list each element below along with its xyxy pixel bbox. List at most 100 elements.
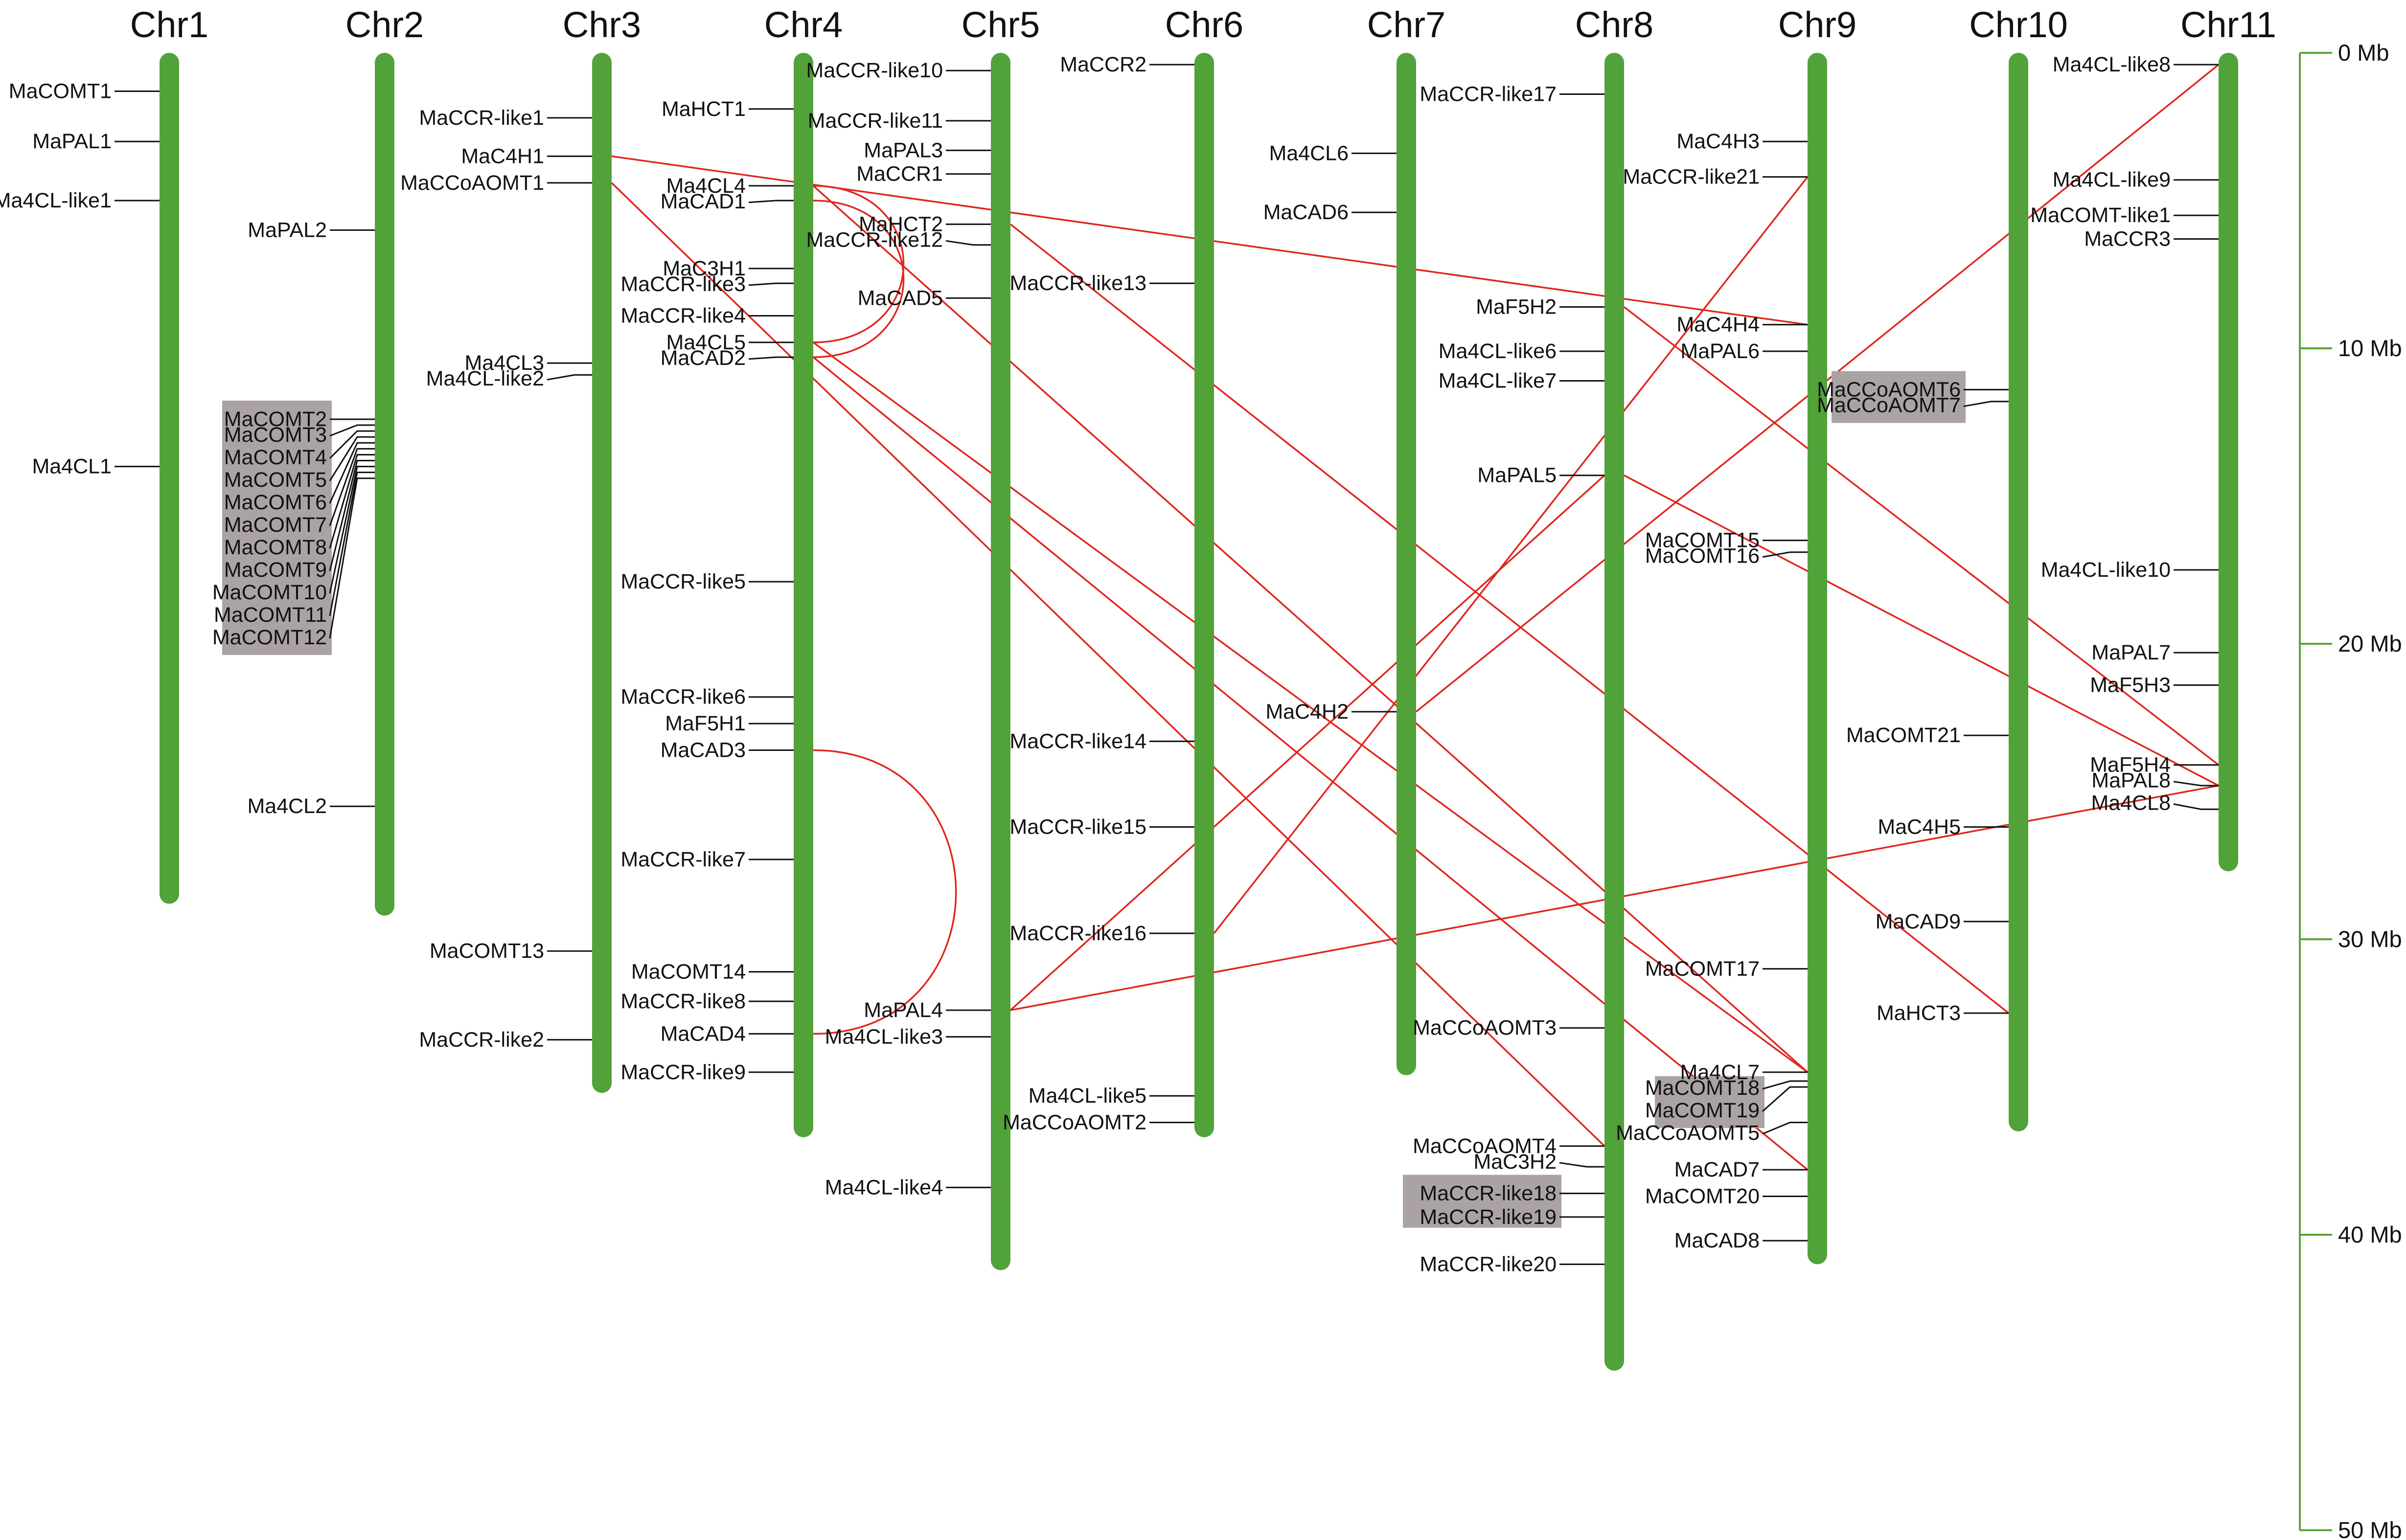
gene-label[interactable]: MaCOMT21 [1846,724,1961,747]
gene-label[interactable]: MaC3H2 [1473,1150,1557,1174]
gene-label[interactable]: MaCCR-like9 [620,1061,746,1084]
gene-label[interactable]: MaC4H3 [1676,130,1760,153]
gene-label[interactable]: MaCAD9 [1876,910,1961,933]
chromosome-bar[interactable] [794,53,813,1137]
gene-label[interactable]: MaCCoAOMT5 [1616,1121,1760,1145]
chromosome-bar[interactable] [1604,53,1624,1371]
gene-label[interactable]: MaCCR-like8 [620,990,746,1013]
gene-label[interactable]: MaCCR-like11 [808,109,943,133]
gene-label[interactable]: MaCOMT7 [224,513,327,537]
gene-label[interactable]: MaCCR-like4 [620,304,746,328]
gene-label[interactable]: MaCCR-like17 [1420,83,1557,106]
gene-label[interactable]: MaPAL4 [864,998,943,1022]
gene-label[interactable]: MaCCR-like13 [1009,272,1146,295]
gene-label[interactable]: MaCCR-like10 [806,59,943,82]
gene-label[interactable]: MaCCR2 [1060,53,1146,76]
gene-label[interactable]: MaC4H4 [1676,313,1760,337]
gene-label[interactable]: MaPAL3 [864,138,943,162]
gene-label[interactable]: Ma4CL3 [464,351,544,375]
gene-label[interactable]: Ma4CL-like2 [426,367,544,390]
gene-label[interactable]: MaCAD7 [1674,1158,1760,1181]
gene-label[interactable]: Ma4CL-like9 [2053,168,2171,192]
gene-label[interactable]: MaCOMT12 [212,626,327,649]
gene-label[interactable]: MaCCR-like14 [1009,729,1146,753]
gene-label[interactable]: Ma4CL-like1 [0,189,112,212]
gene-label[interactable]: Ma4CL2 [247,794,327,818]
gene-label[interactable]: MaC3H1 [663,257,746,280]
gene-label[interactable]: MaF5H4 [2090,753,2171,777]
gene-label[interactable]: MaCCR-like2 [419,1028,544,1051]
gene-label[interactable]: MaCOMT6 [224,491,327,514]
gene-label[interactable]: MaCCoAOMT4 [1413,1134,1557,1158]
gene-label[interactable]: MaCOMT1 [9,80,112,103]
gene-label[interactable]: Ma4CL-like4 [825,1176,943,1199]
gene-label[interactable]: MaCCoAOMT6 [1817,378,1961,402]
chromosome-bar[interactable] [1808,53,1827,1265]
gene-label[interactable]: MaF5H3 [2090,674,2171,697]
gene-label[interactable]: Ma4CL1 [32,455,112,478]
gene-label[interactable]: MaCCR-like3 [620,272,746,296]
gene-label[interactable]: MaPAL6 [1680,340,1760,363]
gene-label[interactable]: MaHCT2 [859,212,943,236]
gene-label[interactable]: MaCCR-like21 [1623,165,1760,189]
gene-label[interactable]: MaCCoAOMT7 [1817,394,1961,417]
gene-label[interactable]: MaCCR-like16 [1009,922,1146,945]
gene-label[interactable]: MaCAD2 [661,346,746,370]
chromosome-bar[interactable] [375,53,394,916]
gene-label[interactable]: MaCCR3 [2084,227,2171,251]
chromosome-bar[interactable] [592,53,612,1093]
gene-label[interactable]: MaCOMT16 [1645,544,1760,568]
gene-label[interactable]: MaCAD8 [1674,1229,1760,1252]
chromosome-bar[interactable] [2009,53,2028,1132]
gene-label[interactable]: MaCAD6 [1263,201,1349,224]
gene-label[interactable]: Ma4CL-like10 [2041,558,2171,582]
gene-label[interactable]: MaCCR-like15 [1009,815,1146,838]
gene-label[interactable]: MaCCR-like1 [419,106,544,130]
chromosome-bar[interactable] [2219,53,2238,872]
gene-label[interactable]: MaCOMT20 [1645,1184,1760,1208]
gene-label[interactable]: MaCAD3 [661,738,746,762]
gene-label[interactable]: Ma4CL-like3 [825,1025,943,1048]
gene-label[interactable]: MaCOMT5 [224,468,327,492]
gene-label[interactable]: Ma4CL-like5 [1029,1084,1146,1108]
gene-label[interactable]: MaF5H1 [665,712,746,735]
gene-label[interactable]: MaC4H5 [1878,815,1961,838]
gene-label[interactable]: MaCCR-like6 [620,685,746,709]
gene-label[interactable]: MaCOMT19 [1645,1099,1760,1122]
gene-label[interactable]: Ma4CL5 [666,331,746,354]
gene-label[interactable]: MaCOMT10 [212,581,327,604]
gene-label[interactable]: MaCAD1 [661,190,746,213]
chromosome-bar[interactable] [160,53,179,904]
gene-label[interactable]: MaCOMT8 [224,536,327,559]
chromosome-bar[interactable] [1194,53,1214,1137]
gene-label[interactable]: Ma4CL4 [666,174,746,198]
gene-label[interactable]: MaCOMT-like1 [2030,204,2171,227]
gene-label[interactable]: MaCAD4 [661,1022,746,1045]
gene-label[interactable]: MaCOMT15 [1645,529,1760,552]
gene-label[interactable]: MaCCR-like20 [1420,1252,1557,1276]
gene-label[interactable]: Ma4CL6 [1269,141,1349,165]
gene-label[interactable]: MaCOMT13 [430,939,544,963]
gene-label[interactable]: MaPAL1 [32,130,112,153]
chromosome-bar[interactable] [1397,53,1416,1075]
gene-label[interactable]: MaCCoAOMT2 [1003,1110,1146,1134]
gene-label[interactable]: MaCCR-like12 [806,228,943,251]
gene-label[interactable]: Ma4CL7 [1680,1061,1760,1084]
gene-label[interactable]: Ma4CL-like6 [1439,340,1557,363]
gene-label[interactable]: MaCOMT14 [631,960,746,983]
gene-label[interactable]: Ma4CL-like8 [2053,53,2171,76]
gene-label[interactable]: MaPAL8 [2091,769,2171,793]
gene-label[interactable]: Ma4CL8 [2091,792,2171,815]
gene-label[interactable]: MaHCT1 [662,97,746,121]
gene-label[interactable]: MaCOMT3 [224,423,327,447]
gene-label[interactable]: Ma4CL-like7 [1439,369,1557,392]
gene-label[interactable]: MaCOMT18 [1645,1076,1760,1100]
gene-label[interactable]: MaPAL7 [2091,641,2171,664]
gene-label[interactable]: MaCCoAOMT1 [400,171,544,195]
gene-label[interactable]: MaCCR-like7 [620,848,746,871]
gene-label[interactable]: MaCCoAOMT3 [1413,1016,1557,1040]
gene-label[interactable]: MaCAD5 [858,286,943,310]
gene-label[interactable]: MaPAL2 [248,218,327,242]
gene-label[interactable]: MaCOMT9 [224,558,327,582]
gene-label[interactable]: MaF5H2 [1476,295,1557,318]
